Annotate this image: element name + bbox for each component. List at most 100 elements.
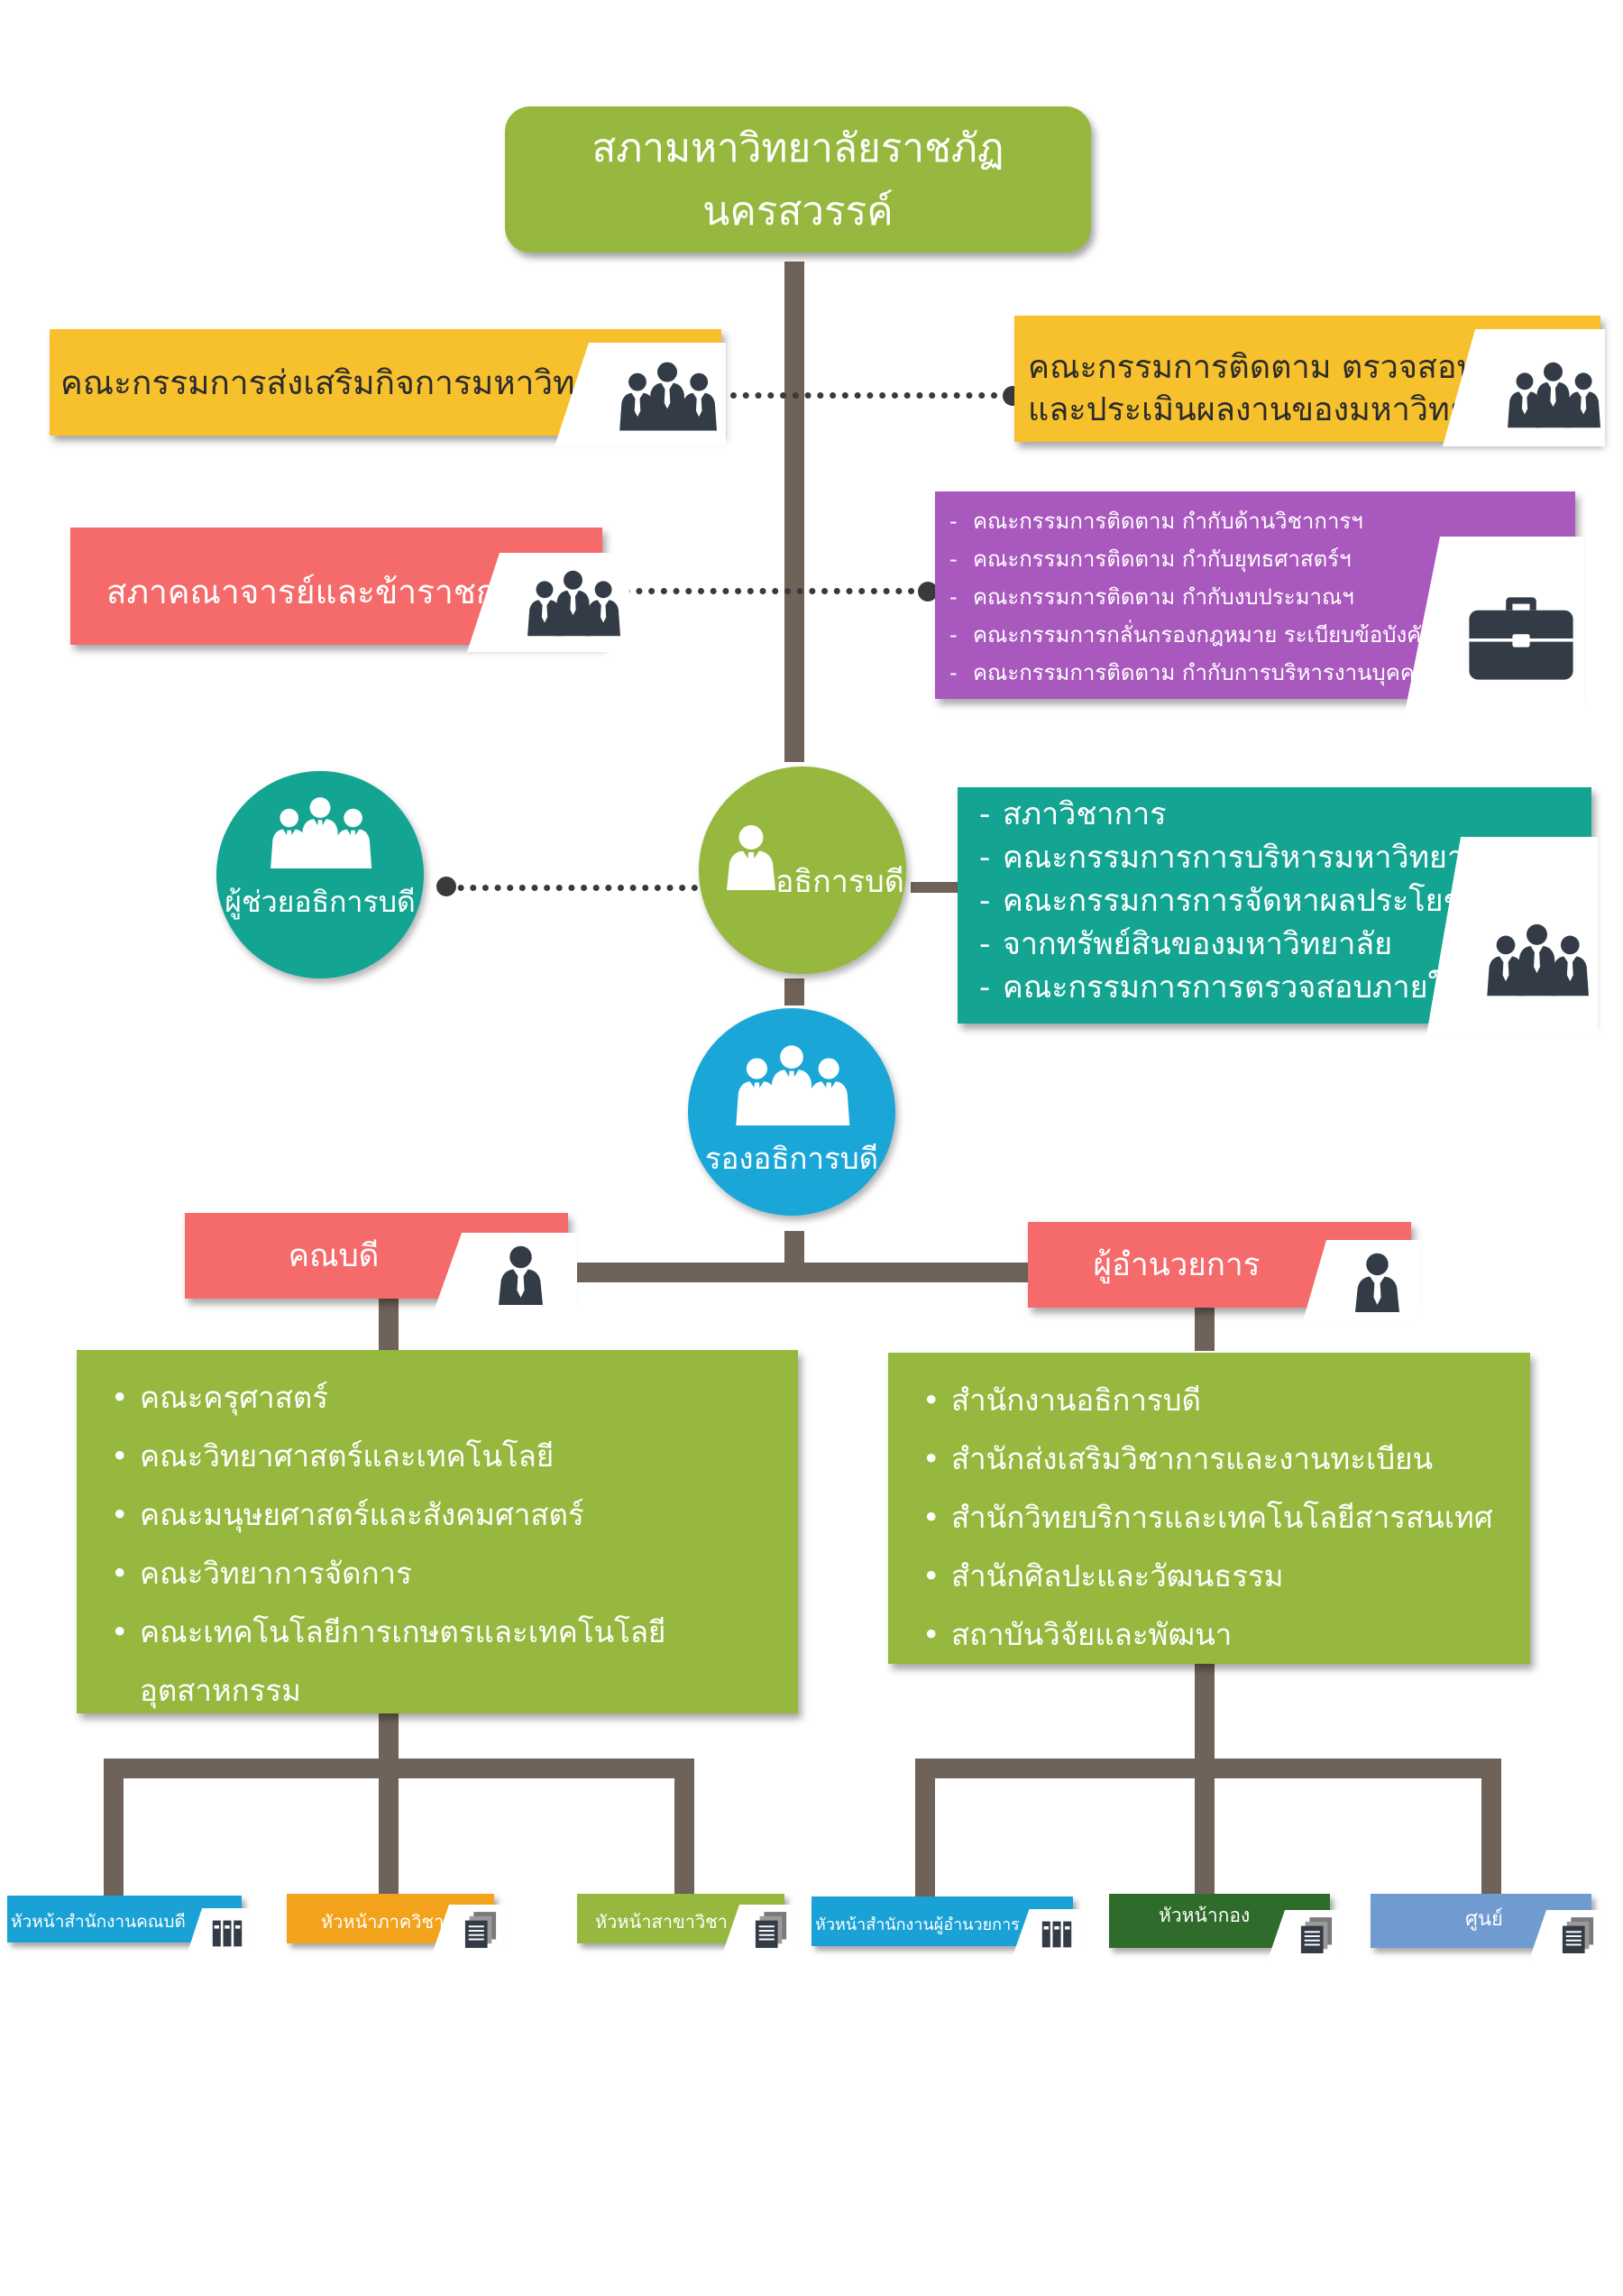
office-leg-3	[1481, 1759, 1501, 1898]
president-circle: อธิการบดี	[699, 767, 906, 974]
unit-label: หัวหน้าสำนักงานคณบดี	[11, 1912, 186, 1932]
division-head-unit: หัวหน้ากอง	[1109, 1894, 1339, 1962]
people-group-icon	[724, 1044, 859, 1125]
faculty-bar-line	[104, 1759, 694, 1778]
board-item: คณะกรรมการการบริหารมหาวิทยาลัย	[974, 836, 1501, 879]
oversight-item: คณะกรรมการติดตาม กำกับด้านวิชาการฯ	[944, 502, 1440, 540]
faculty-senate-box: สภาคณาจารย์และข้าราชการ	[70, 528, 629, 652]
faculty-leg-1	[104, 1759, 124, 1898]
binders-icon	[211, 1917, 243, 1950]
assistant-president-circle: ผู้ช่วยอธิการบดี	[216, 771, 424, 978]
office-item: สถาบันวิจัยและพัฒนา	[904, 1605, 1493, 1664]
president-to-teal-line	[911, 882, 958, 893]
unit-label: หัวหน้าภาควิชา	[321, 1911, 445, 1933]
faculty-item: คณะวิทยาการจัดการ	[93, 1544, 798, 1603]
icon-tab	[1012, 1909, 1082, 1959]
university-boards-list: สภาวิชาการ คณะกรรมการการบริหารมหาวิทยาลั…	[974, 793, 1501, 1009]
board-item: คณะกรรมการการตรวจสอบภายใน	[974, 966, 1501, 1009]
branch-line-horizontal	[383, 1263, 1213, 1282]
icon-tab	[555, 343, 726, 446]
people-group-icon	[526, 569, 620, 637]
promotion-committee-label: คณะกรรมการส่งเสริมกิจการมหาวิทยาลัย	[60, 363, 654, 402]
people-group-icon	[1485, 923, 1589, 996]
faculties-box: คณะครุศาสตร์ คณะวิทยาศาสตร์และเทคโนโลยี …	[77, 1350, 798, 1713]
person-icon	[1352, 1251, 1402, 1312]
dotted-connector-3-end	[436, 877, 456, 896]
documents-icon	[463, 1912, 498, 1950]
person-icon	[496, 1244, 546, 1305]
monitoring-committee-box: คณะกรรมการติดตาม ตรวจสอบ และประเมินผลงาน…	[1014, 316, 1605, 446]
faculty-item: คณะมนุษยศาสตร์และสังคมศาสตร์	[93, 1485, 798, 1544]
documents-icon	[1561, 1917, 1595, 1955]
director-down-line	[1195, 1308, 1215, 1351]
faculties-list: คณะครุศาสตร์ คณะวิทยาศาสตร์และเทคโนโลยี …	[93, 1368, 798, 1720]
university-council-title: สภามหาวิทยาลัยราชภัฏนครสวรรค์	[591, 125, 1004, 234]
faculty-item: คณะครุศาสตร์	[93, 1368, 798, 1427]
oversight-item: คณะกรรมการติดตาม กำกับการบริหารงานบุคคลฯ	[944, 654, 1440, 692]
office-leg-2	[1195, 1759, 1215, 1898]
dean-down-line	[379, 1299, 399, 1353]
center-unit: ศูนย์	[1371, 1894, 1600, 1962]
icon-tab	[1267, 1910, 1339, 1962]
program-head-unit: หัวหน้าสาขาวิชา	[577, 1894, 793, 1957]
office-item: สำนักศิลปะและวัฒนธรรม	[904, 1547, 1493, 1605]
university-boards-box: สภาวิชาการ คณะกรรมการการบริหารมหาวิทยาลั…	[958, 787, 1598, 1035]
trunk-line-lower	[784, 1231, 804, 1272]
dotted-connector-1	[730, 392, 1010, 399]
university-council-box: สภามหาวิทยาลัยราชภัฏนครสวรรค์	[505, 106, 1091, 253]
unit-label: หัวหน้าสาขาวิชา	[595, 1911, 728, 1933]
oversight-committees-list: คณะกรรมการติดตาม กำกับด้านวิชาการฯ คณะกร…	[944, 502, 1440, 692]
people-group-icon	[1506, 361, 1600, 428]
unit-label: หัวหน้าสำนักงานผู้อำนวยการ	[815, 1915, 1020, 1934]
director-box: ผู้อำนวยการ	[1028, 1222, 1420, 1321]
people-group-icon	[618, 361, 717, 431]
department-head-unit: หัวหน้าภาควิชา	[287, 1894, 503, 1957]
icon-tab	[186, 1908, 251, 1958]
oversight-item: คณะกรรมการติดตาม กำกับงบประมาณฯ	[944, 578, 1440, 616]
faculty-item: คณะเทคโนโลยีการเกษตรและเทคโนโลยีอุตสาหกร…	[93, 1603, 798, 1720]
board-item-continuation: จากทรัพย์สินของมหาวิทยาลัย	[974, 923, 1501, 966]
faculty-leg-3	[674, 1759, 694, 1898]
icon-tab	[1404, 537, 1584, 717]
faculty-leg-2	[379, 1759, 399, 1898]
icon-tab	[721, 1905, 793, 1957]
person-icon	[724, 822, 778, 890]
vice-president-label: รองอธิการบดี	[704, 1141, 879, 1176]
assistant-president-label: ผู้ช่วยอธิการบดี	[225, 885, 416, 919]
faculty-item: คณะวิทยาศาสตร์และเทคโนโลยี	[93, 1427, 798, 1485]
director-office-head-unit: หัวหน้าสำนักงานผู้อำนวยการ	[812, 1896, 1082, 1959]
board-item: คณะกรรมการการจัดหาผลประโยชน์	[974, 879, 1501, 923]
binders-icon	[1041, 1918, 1073, 1951]
board-item: สภาวิชาการ	[974, 793, 1501, 836]
dotted-connector-2-end	[918, 582, 938, 602]
office-item: สำนักส่งเสริมวิชาการและงานทะเบียน	[904, 1429, 1493, 1488]
trunk-line-mid	[784, 978, 804, 1006]
trunk-line-top	[784, 262, 804, 762]
briefcase-icon	[1467, 595, 1575, 682]
director-label: ผู้อำนวยการ	[1093, 1247, 1261, 1283]
offices-box: สำนักงานอธิการบดี สำนักส่งเสริมวิชาการแล…	[888, 1353, 1530, 1664]
documents-icon	[754, 1912, 788, 1950]
people-group-icon	[261, 796, 379, 868]
office-item: สำนักวิทยบริการและเทคโนโลยีสารสนเทศ	[904, 1488, 1493, 1547]
vice-president-circle: รองอธิการบดี	[688, 1008, 895, 1216]
oversight-item: คณะกรรมการติดตาม กำกับยุทธศาสตร์ฯ	[944, 540, 1440, 578]
dean-label: คณบดี	[288, 1238, 380, 1274]
office-leg-1	[915, 1759, 935, 1898]
dotted-connector-3	[445, 885, 698, 891]
monitoring-committee-line2: และประเมินผลงานของมหาวิทยาลัย	[1028, 391, 1527, 428]
documents-icon	[1299, 1917, 1334, 1955]
faculty-office-head-unit: หัวหน้าสำนักงานคณบดี	[7, 1896, 251, 1958]
faculty-senate-label: สภาคณาจารย์และข้าราชการ	[106, 573, 533, 611]
unit-label: ศูนย์	[1465, 1908, 1503, 1931]
offices-list: สำนักงานอธิการบดี สำนักส่งเสริมวิชาการแล…	[904, 1371, 1493, 1664]
oversight-item: คณะกรรมการกลั่นกรองกฎหมาย ระเบียบข้อบังค…	[944, 616, 1440, 654]
dotted-connector-2	[611, 588, 927, 594]
monitoring-committee-line1: คณะกรรมการติดตาม ตรวจสอบ	[1028, 349, 1478, 386]
oversight-committees-box: คณะกรรมการติดตาม กำกับด้านวิชาการฯ คณะกร…	[935, 491, 1584, 717]
president-label: อธิการบดี	[775, 864, 904, 900]
unit-label: หัวหน้ากอง	[1159, 1905, 1251, 1926]
faculty-down-line	[379, 1713, 399, 1768]
promotion-committee-box: คณะกรรมการส่งเสริมกิจการมหาวิทยาลัย	[50, 329, 726, 446]
office-down-line	[1195, 1664, 1215, 1768]
